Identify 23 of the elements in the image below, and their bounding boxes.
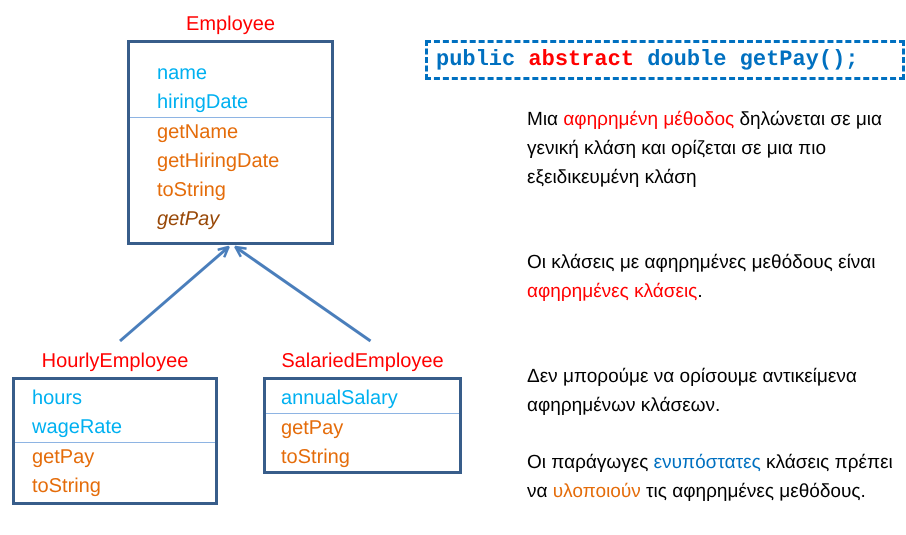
- note-paragraph: Μια αφηρημένη μέθοδος δηλώνεται σε μια γενική κλάση και ορίζεται σε μια πιο εξειδικευμένη κλάση: [527, 108, 883, 190]
- class-name: Employee: [185, 12, 276, 37]
- note-paragraph: Οι κλάσεις με αφηρημένες μεθόδους είναι αφηρημένες κλάσεις.: [527, 251, 877, 304]
- attribute-text: wageRate: [32, 415, 122, 440]
- method-text: getPay: [281, 416, 344, 441]
- attribute-text: hours: [32, 386, 82, 411]
- method-text: getName: [157, 120, 238, 145]
- inheritance-arrow: [234, 246, 372, 342]
- method-text: toString: [32, 474, 101, 499]
- inheritance-arrow: [119, 246, 230, 342]
- method-text: getPay: [157, 207, 220, 232]
- attribute-text: name: [157, 61, 208, 86]
- attribute-text: annualSalary: [281, 386, 398, 411]
- method-text: getPay: [32, 445, 94, 470]
- method-text: getHiringDate: [157, 149, 280, 174]
- attribute-text: hiringDate: [157, 90, 248, 115]
- note-paragraph: Οι παράγωγες ενυπόστατες κλάσεις πρέπει να υλοποιούν τις αφηρημένες μεθόδους.: [527, 451, 894, 504]
- method-text: toString: [157, 178, 226, 203]
- note-paragraph: Δεν μπορούμε να ορίσουμε αντικείμενα αφηρημένων κλάσεων.: [527, 365, 858, 418]
- class-name: SalariedEmployee: [280, 349, 445, 374]
- method-text: toString: [281, 445, 350, 470]
- code-box: public abstract double getPay();: [425, 40, 905, 80]
- class-name: HourlyEmployee: [40, 349, 190, 374]
